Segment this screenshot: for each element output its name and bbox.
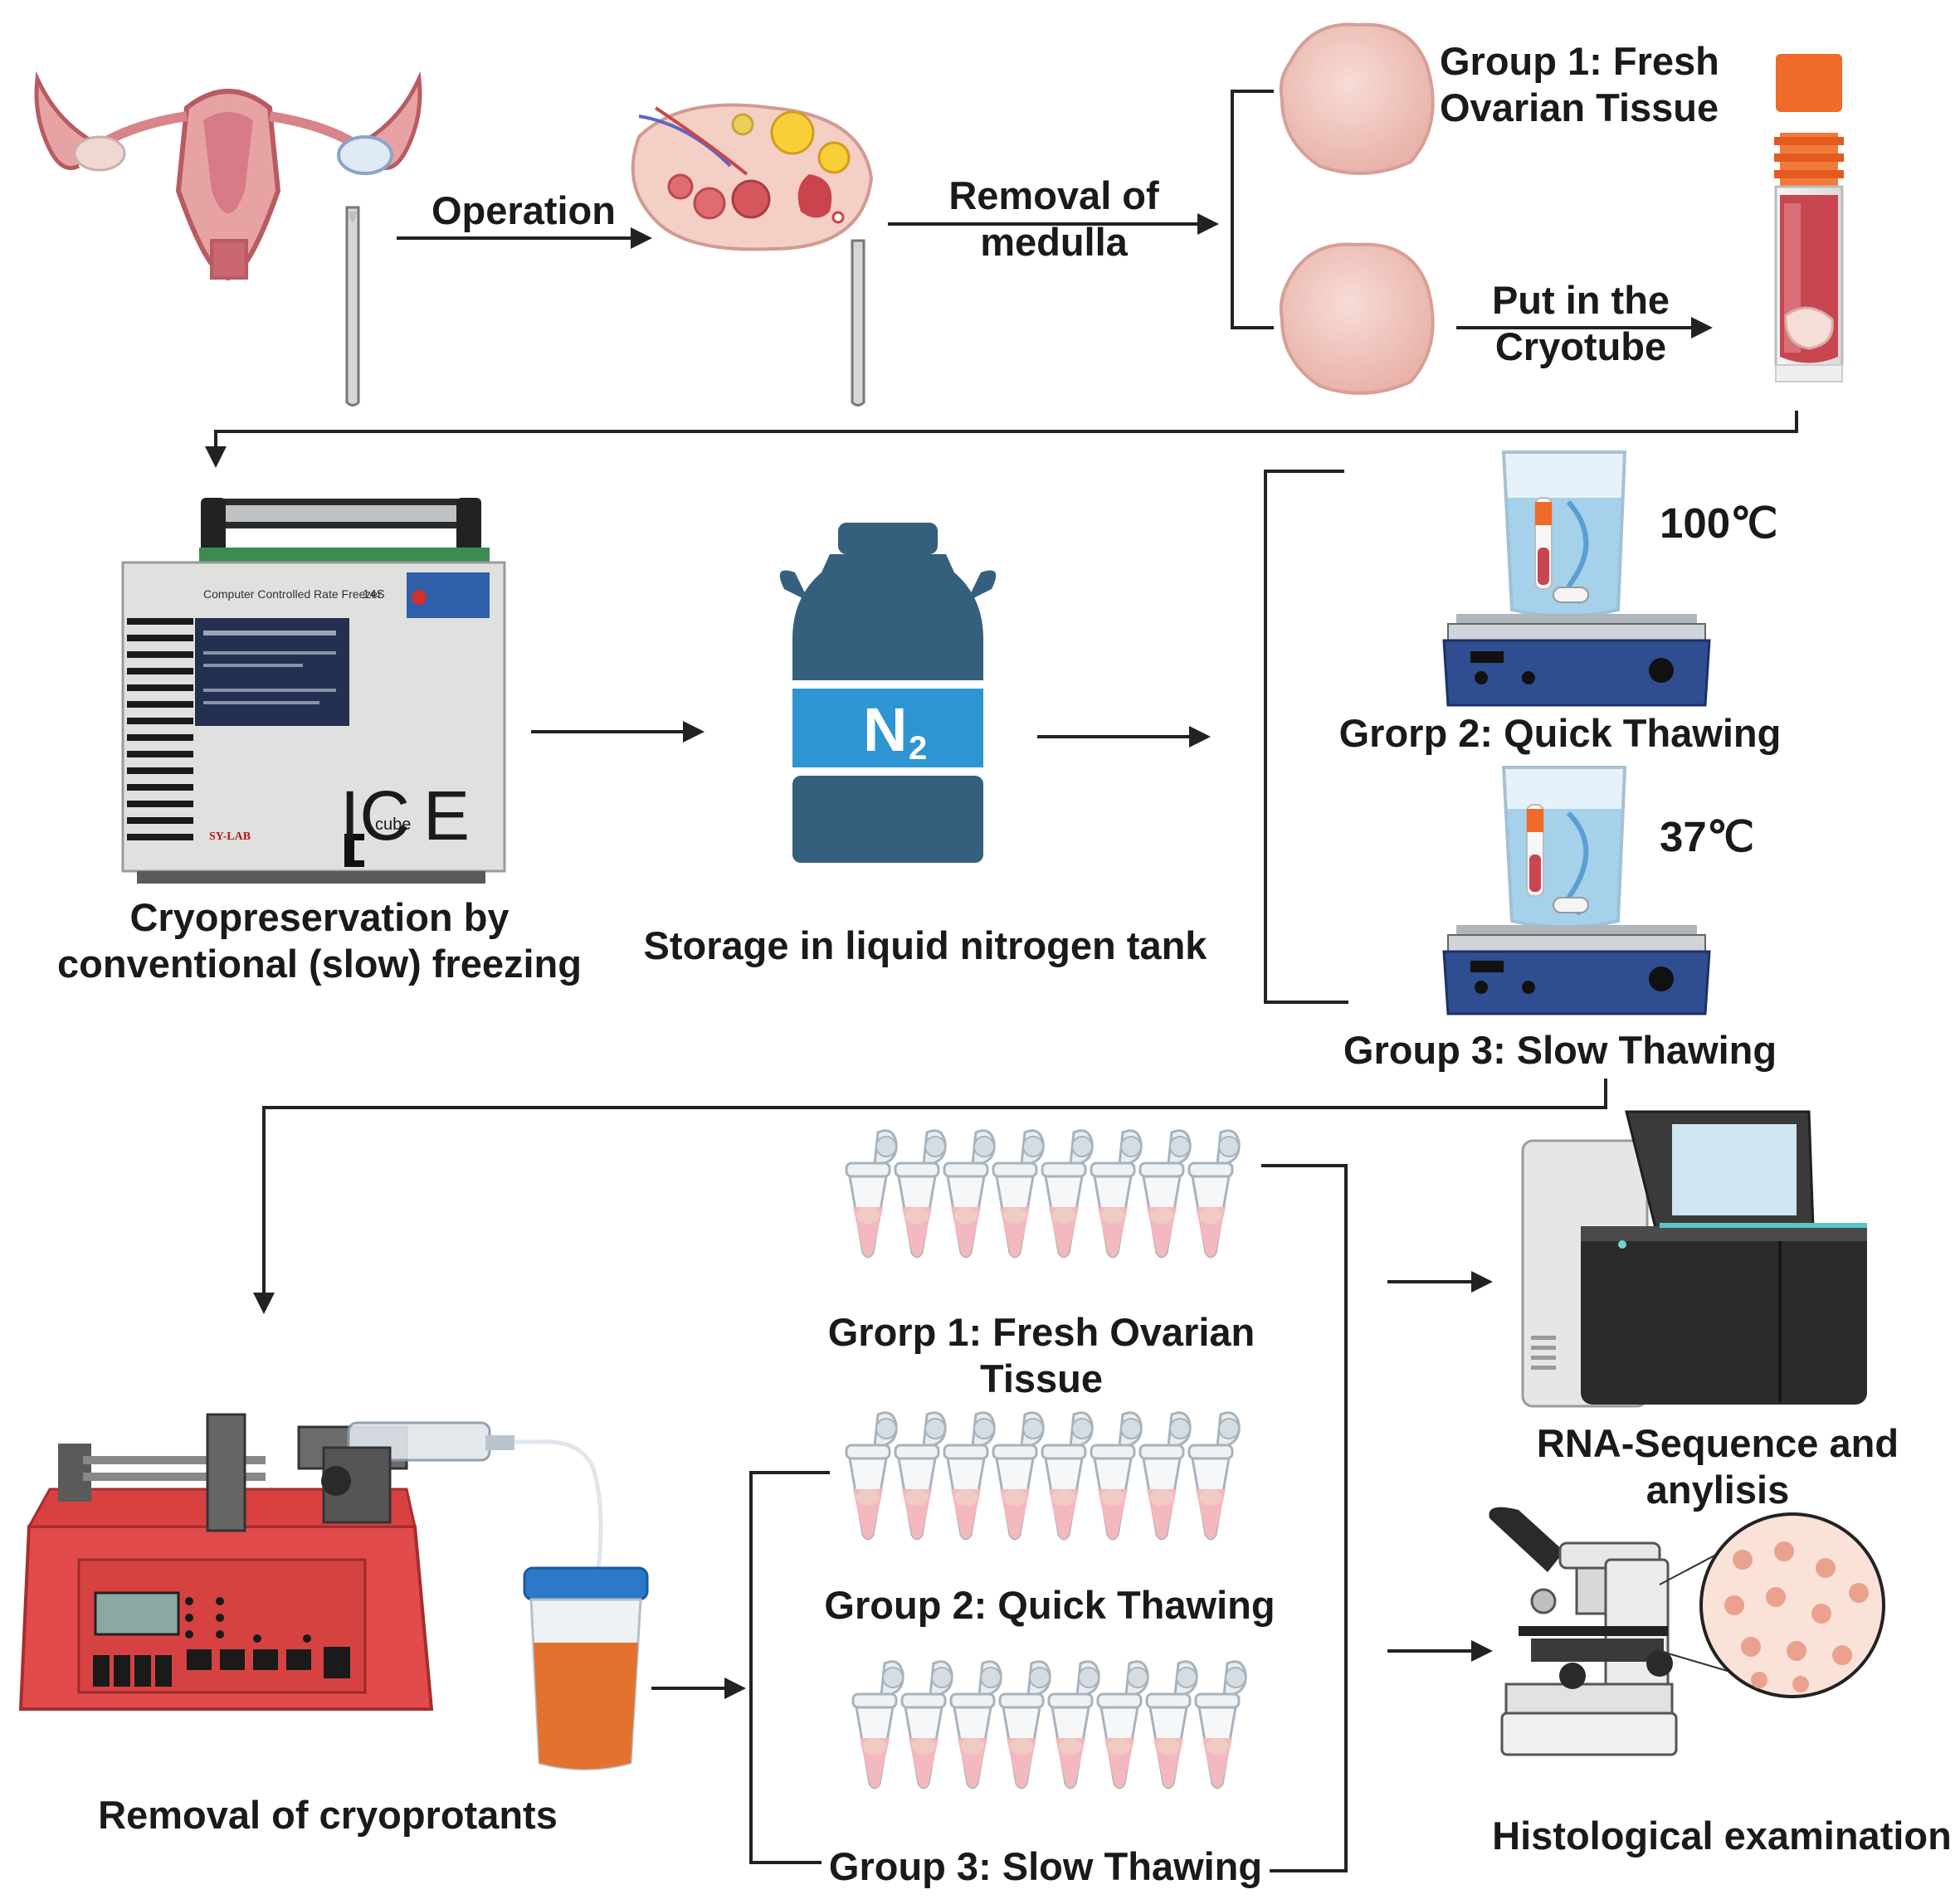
label-operation: Operation (431, 188, 616, 232)
pcr-tube (894, 1129, 947, 1259)
freezer-brand: Computer Controlled Rate Freezer (203, 587, 382, 601)
liquid-nitrogen-tank: N 2 (779, 523, 997, 863)
tube-strip-group1 (845, 1129, 1241, 1259)
tube-strip-group2 (845, 1411, 1241, 1541)
freezer-logo-end: E (423, 777, 470, 855)
pcr-tube (900, 1660, 953, 1790)
label-group2-quick-bottom: Group 2: Quick Thawing (824, 1583, 1275, 1627)
label-removal-cryoprotants: Removal of cryoprotants (98, 1793, 558, 1837)
scalpel-icon-2 (851, 239, 865, 407)
pcr-tube (1096, 1660, 1149, 1790)
label-removal-medulla-2: medulla (980, 220, 1128, 264)
label-grorp1-fresh-2: Tissue (979, 1356, 1104, 1400)
pcr-tube (1047, 1660, 1100, 1790)
freezer-logo: IC (340, 777, 410, 855)
label-grorp1-fresh-1: Grorp 1: Fresh Ovarian (827, 1310, 1255, 1354)
n2-symbol: N (863, 695, 907, 764)
label-rna-seq-2: anylisis (1646, 1468, 1790, 1512)
ovary-illustration (631, 103, 874, 251)
label-put-cryotube-1: Put in the (1491, 278, 1670, 322)
pcr-tube (1145, 1660, 1198, 1790)
bracket-thawing (1264, 470, 1348, 1004)
label-cryopreservation-1: Cryopreservation by (129, 895, 510, 939)
bracket-left-groups (749, 1471, 834, 1864)
label-group2-quick-top: Grorp 2: Quick Thawing (1338, 711, 1782, 755)
cryoprotectant-cup (523, 1566, 649, 1770)
pcr-tube (943, 1411, 996, 1541)
label-group1-fresh-1: Group 1: Fresh (1440, 39, 1719, 83)
pcr-tube (894, 1411, 947, 1541)
label-removal-medulla-1: Removal of (948, 173, 1159, 217)
hot-plate-beaker-37 (1442, 766, 1711, 1015)
pcr-tube (851, 1660, 904, 1790)
freezer-maker: SY-LAB (209, 830, 251, 843)
bracket-split (1231, 90, 1274, 329)
hot-plate-beaker-100 (1442, 450, 1711, 707)
bracket-right-groups (1261, 1164, 1348, 1872)
controlled-rate-freezer: Computer Controlled Rate Freezer 14S SY-… (121, 498, 506, 884)
pcr-tube (992, 1129, 1045, 1259)
pcr-tube (992, 1411, 1045, 1541)
freezer-logo-cube: cube (375, 816, 411, 834)
pcr-tube (1090, 1129, 1143, 1259)
pcr-tube (845, 1411, 898, 1541)
pcr-tube (1041, 1411, 1094, 1541)
pcr-tube (1041, 1129, 1094, 1259)
scalpel-icon (345, 206, 360, 407)
fresh-tissue-piece (1279, 22, 1435, 175)
rna-sequencer (1521, 1110, 1867, 1408)
label-storage: Storage in liquid nitrogen tank (643, 923, 1207, 967)
tube-strip-group3 (851, 1660, 1247, 1790)
cryotube-icon (1774, 54, 1844, 382)
syringe-pump (18, 1413, 603, 1711)
label-temp-37: 37℃ (1660, 813, 1755, 860)
pcr-tube (1138, 1411, 1192, 1541)
label-group3-slow-bottom: Group 3: Slow Thawing (822, 1843, 1270, 1891)
pcr-tube (1090, 1411, 1143, 1541)
label-group3-slow-top: Group 3: Slow Thawing (1343, 1028, 1777, 1072)
pcr-tube (943, 1129, 996, 1259)
pcr-tube (949, 1660, 1002, 1790)
pcr-tube (1187, 1411, 1241, 1541)
pcr-tube (998, 1660, 1051, 1790)
cryotube-tissue-piece (1279, 242, 1435, 395)
pcr-tube (1187, 1129, 1241, 1259)
label-put-cryotube-2: Cryotube (1494, 324, 1667, 368)
label-temp-100: 100℃ (1660, 499, 1778, 547)
label-group1-fresh-2: Ovarian Tissue (1440, 85, 1719, 129)
connector-to-freezer (205, 411, 1798, 468)
label-rna-seq-1: RNA-Sequence and (1536, 1421, 1899, 1465)
pcr-tube (1138, 1129, 1192, 1259)
label-histological: Histological examination (1492, 1814, 1952, 1858)
connector-to-removal (253, 1079, 1607, 1314)
n2-subscript: 2 (909, 730, 927, 767)
label-cryopreservation-2: conventional (slow) freezing (57, 942, 582, 986)
uterus-illustration (34, 71, 422, 281)
freezer-model: 14S (363, 587, 385, 601)
pcr-tube (845, 1129, 898, 1259)
microscope (1489, 1507, 1885, 1756)
pcr-tube (1194, 1660, 1247, 1790)
